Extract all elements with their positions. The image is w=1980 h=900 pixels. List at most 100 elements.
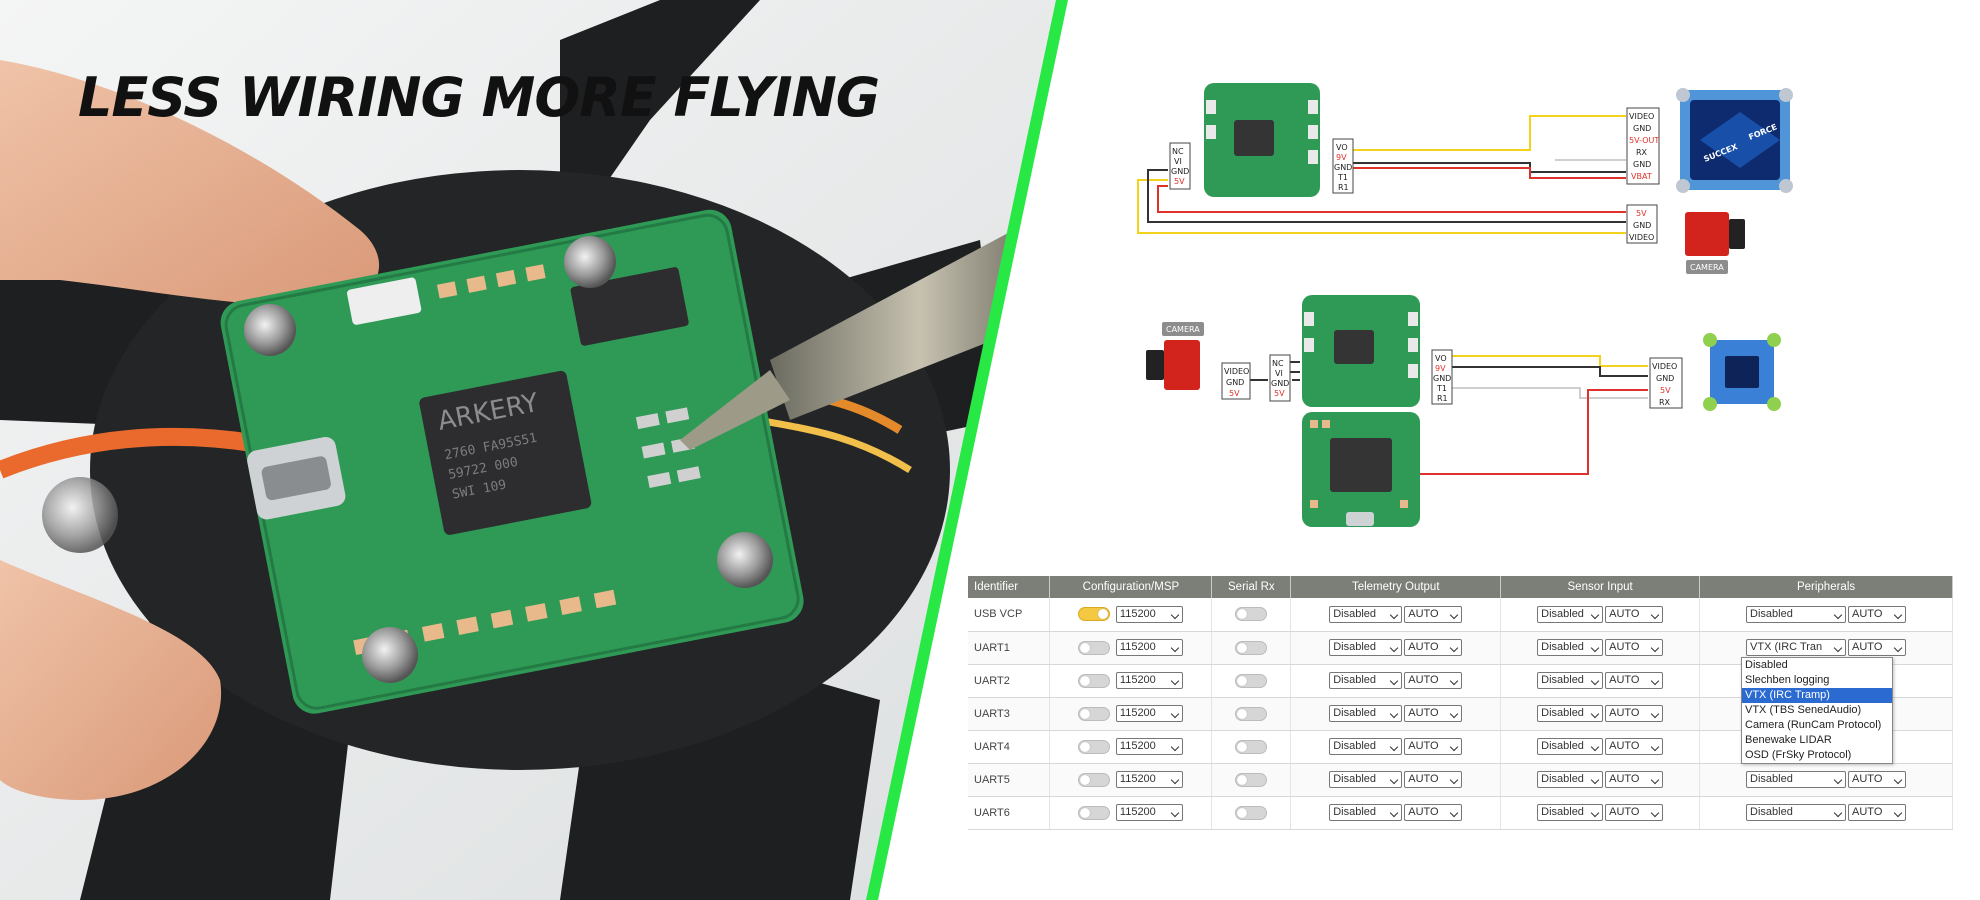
hand <box>0 60 380 306</box>
sensor-baud-select[interactable]: AUTO <box>1605 738 1664 755</box>
peripherals-baud-select[interactable]: AUTO <box>1848 639 1907 656</box>
top-wiring-diagram: NC VI GND 5V VO 9V GND T1 R1 VIDEO GND 5… <box>1137 83 1793 274</box>
peripherals-select[interactable]: Disabled <box>1746 771 1847 788</box>
peripherals-select[interactable]: Disabled <box>1746 605 1847 623</box>
peripherals-baud-select[interactable]: AUTO <box>1848 605 1907 623</box>
msp-toggle[interactable] <box>1077 640 1110 655</box>
telemetry-select[interactable]: Disabled <box>1329 804 1403 821</box>
msp-baud-select[interactable]: 115200 <box>1115 639 1183 656</box>
telemetry-baud-select[interactable]: AUTO <box>1404 639 1463 656</box>
dropdown-option[interactable]: VTX (IRC Tramp) <box>1742 688 1892 703</box>
msp-cell: 115200 <box>1049 763 1213 797</box>
sensor-baud-select[interactable]: AUTO <box>1605 804 1664 821</box>
peripherals-select[interactable]: Disabled <box>1746 804 1847 821</box>
telemetry-select[interactable]: Disabled <box>1329 639 1403 656</box>
msp-cell: 115200 <box>1049 697 1213 731</box>
flight-controller-board: ARKERY 2760 FA95S51 59722 000 SWI 109 <box>220 209 804 714</box>
sensor-select[interactable]: Disabled <box>1537 771 1604 788</box>
msp-toggle[interactable] <box>1077 706 1110 721</box>
table-header: Identifier Configuration/MSP Serial Rx T… <box>968 576 1953 598</box>
msp-cell: 115200 <box>1049 631 1213 665</box>
top-fc-right-pin-3: GND <box>1334 163 1352 172</box>
sensor-baud-select[interactable]: AUTO <box>1605 705 1664 722</box>
sensor-select[interactable]: Disabled <box>1537 639 1604 656</box>
dropdown-option[interactable]: VTX (TBS SenedAudio) <box>1745 704 1862 716</box>
sensor-select[interactable]: Disabled <box>1537 672 1604 689</box>
msp-baud-select[interactable]: 115200 <box>1115 771 1183 788</box>
serial-rx-toggle[interactable] <box>1235 772 1268 787</box>
msp-toggle[interactable] <box>1077 805 1110 820</box>
telemetry-select[interactable]: Disabled <box>1329 771 1403 788</box>
msp-baud-select[interactable]: 115200 <box>1115 705 1183 722</box>
header-identifier: Identifier <box>968 576 1051 598</box>
serial-rx-cell <box>1211 631 1292 665</box>
telemetry-baud-select[interactable]: AUTO <box>1404 804 1463 821</box>
telemetry-select[interactable]: Disabled <box>1329 672 1403 689</box>
port-identifier: UART2 <box>968 664 1051 698</box>
serial-rx-toggle[interactable] <box>1235 805 1268 820</box>
serial-rx-toggle[interactable] <box>1235 706 1268 721</box>
msp-baud-select[interactable]: 115200 <box>1115 605 1183 623</box>
peripherals-baud-select[interactable]: AUTO <box>1848 771 1907 788</box>
telemetry-baud-select[interactable]: AUTO <box>1404 705 1463 722</box>
telemetry-select[interactable]: Disabled <box>1329 738 1403 755</box>
serial-rx-cell <box>1211 796 1292 830</box>
headline: LESS WIRING MORE FLYING <box>78 66 880 129</box>
vtx-pin-5: GND <box>1633 160 1651 169</box>
dropdown-option[interactable]: Slechben logging <box>1745 674 1830 686</box>
sensor-baud-select[interactable]: AUTO <box>1605 771 1664 788</box>
sensor-select[interactable]: Disabled <box>1537 605 1604 623</box>
telemetry-baud-select[interactable]: AUTO <box>1404 672 1463 689</box>
dropdown-option[interactable]: Disabled <box>1745 659 1788 671</box>
dropdown-option[interactable]: Benewake LIDAR <box>1745 734 1832 746</box>
msp-baud-select[interactable]: 115200 <box>1115 738 1183 755</box>
bottom-vtx-pin-2: GND <box>1656 374 1674 383</box>
peripherals-select[interactable]: VTX (IRC Tran <box>1746 639 1847 656</box>
serial-rx-toggle[interactable] <box>1235 739 1268 754</box>
msp-cell: 115200 <box>1049 598 1213 632</box>
vtx-pin-2: GND <box>1633 124 1651 133</box>
port-identifier: UART6 <box>968 796 1051 830</box>
bottom-wiring-diagram: CAMERA VIDEO GND 5V NC VI GND 5V <box>1146 295 1781 527</box>
port-identifier: USB VCP <box>968 598 1051 632</box>
dropdown-option[interactable]: OSD (FrSky Protocol) <box>1745 749 1852 761</box>
sensor-select[interactable]: Disabled <box>1537 804 1604 821</box>
bottom-cam-pin-2: GND <box>1226 378 1244 387</box>
telemetry-baud-select[interactable]: AUTO <box>1404 738 1463 755</box>
vtx-pin-3: 5V-OUT <box>1629 136 1659 145</box>
msp-toggle[interactable] <box>1077 673 1110 688</box>
bottom-fc-right-pin-4: T1 <box>1436 384 1447 393</box>
serial-rx-toggle[interactable] <box>1235 673 1268 688</box>
bottom-fc-left-pin-1: NC <box>1272 359 1284 368</box>
sensor-baud-select[interactable]: AUTO <box>1605 672 1664 689</box>
sensor-baud-select[interactable]: AUTO <box>1605 639 1664 656</box>
msp-toggle[interactable] <box>1077 739 1110 754</box>
msp-toggle[interactable] <box>1077 607 1110 622</box>
telemetry-baud-select[interactable]: AUTO <box>1404 605 1463 623</box>
soldering-iron <box>680 200 1062 450</box>
msp-toggle[interactable] <box>1077 772 1110 787</box>
serial-rx-toggle[interactable] <box>1235 607 1268 622</box>
msp-baud-select[interactable]: 115200 <box>1115 672 1183 689</box>
telemetry-select[interactable]: Disabled <box>1329 705 1403 722</box>
sensor-select[interactable]: Disabled <box>1537 705 1604 722</box>
header-telemetry-output: Telemetry Output <box>1290 576 1502 598</box>
bottom-vtx-pin-4: RX <box>1659 398 1671 407</box>
msp-baud-select[interactable]: 115200 <box>1115 804 1183 821</box>
serial-rx-toggle[interactable] <box>1235 640 1268 655</box>
dropdown-option[interactable]: Camera (RunCam Protocol) <box>1745 719 1882 731</box>
sensor-baud-select[interactable]: AUTO <box>1605 605 1664 623</box>
telemetry-baud-select[interactable]: AUTO <box>1404 771 1463 788</box>
telemetry-select[interactable]: Disabled <box>1329 605 1403 623</box>
peripherals-baud-select[interactable]: AUTO <box>1848 804 1907 821</box>
sensor-select[interactable]: Disabled <box>1537 738 1604 755</box>
